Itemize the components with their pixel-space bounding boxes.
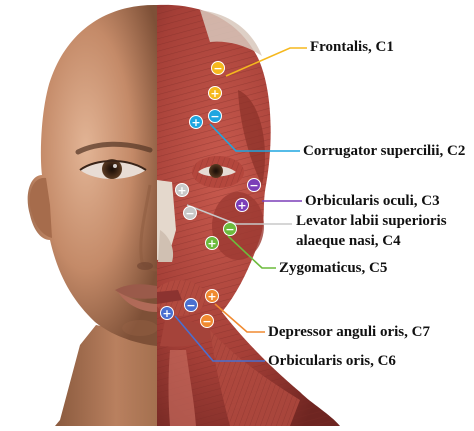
levator-labii-electrode-negative: − bbox=[184, 207, 197, 221]
svg-text:+: + bbox=[177, 184, 186, 197]
orbicularis-oris-electrode-positive: + bbox=[161, 307, 174, 321]
label-corrugator-supercilii: Corrugator supercilii, C2 bbox=[303, 142, 465, 160]
levator-labii-electrode-positive: + bbox=[176, 184, 189, 198]
label-orbicularis-oculi: Orbicularis oculi, C3 bbox=[305, 192, 440, 210]
svg-text:+: + bbox=[207, 237, 216, 250]
svg-text:+: + bbox=[207, 290, 216, 303]
svg-text:−: − bbox=[186, 299, 195, 312]
label-orbicularis-oris: Orbicularis oris, C6 bbox=[268, 352, 396, 370]
svg-text:+: + bbox=[162, 307, 171, 320]
svg-text:−: − bbox=[185, 207, 194, 220]
svg-text:+: + bbox=[191, 116, 200, 129]
orbicularis-oculi-electrode-negative: − bbox=[248, 179, 261, 193]
depressor-anguli-oris-electrode-positive: + bbox=[206, 290, 219, 304]
svg-text:+: + bbox=[210, 87, 219, 100]
depressor-anguli-oris-electrode-negative: − bbox=[201, 315, 214, 329]
skin-half bbox=[28, 5, 158, 426]
frontalis-electrode-positive: + bbox=[209, 87, 222, 101]
label-zygomaticus: Zygomaticus, C5 bbox=[279, 259, 387, 277]
orbicularis-oculi-electrode-positive: + bbox=[236, 199, 249, 213]
label-depressor-anguli-oris: Depressor anguli oris, C7 bbox=[268, 323, 430, 341]
label-levator-labii-line2: alaeque nasi, C4 bbox=[296, 232, 401, 250]
frontalis-electrode-negative: − bbox=[212, 62, 225, 76]
zygomaticus-electrode-negative: − bbox=[224, 223, 237, 237]
svg-text:−: − bbox=[210, 110, 219, 123]
svg-text:+: + bbox=[237, 199, 246, 212]
corrugator-electrode-negative: − bbox=[209, 110, 222, 124]
svg-text:−: − bbox=[225, 223, 234, 236]
label-levator-labii-line1: Levator labii superioris bbox=[296, 212, 447, 230]
label-frontalis: Frontalis, C1 bbox=[310, 38, 394, 56]
orbicularis-oris-electrode-negative: − bbox=[185, 299, 198, 313]
zygomaticus-electrode-positive: + bbox=[206, 237, 219, 251]
svg-text:−: − bbox=[249, 179, 258, 192]
svg-text:−: − bbox=[202, 315, 211, 328]
corrugator-electrode-positive: + bbox=[190, 116, 203, 130]
svg-text:−: − bbox=[213, 62, 222, 75]
